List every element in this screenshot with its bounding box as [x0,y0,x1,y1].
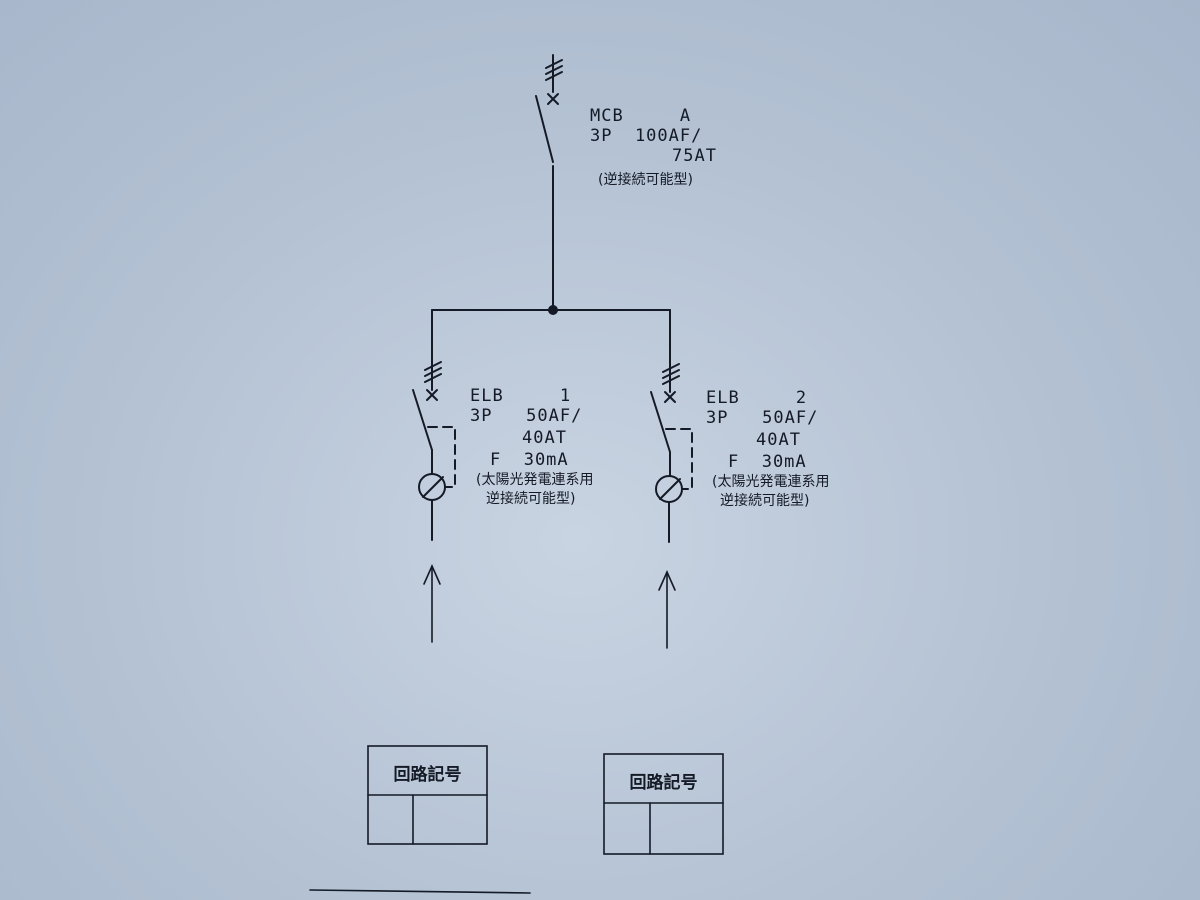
elb2-label-line2: 3P 50AF/ [706,408,819,428]
elb1-breaker-symbol [412,359,456,541]
mcb-note: (逆接続可能型) [598,172,693,188]
elb1-note2: 逆接続可能型) [486,491,576,507]
circuit-box-1-title: 回路記号 [393,765,462,785]
circuit-box-2-title: 回路記号 [629,773,698,793]
bottom-border-line [309,889,531,894]
elb2-note1: (太陽光発電連系用 [712,474,830,490]
up-arrow-2 [658,570,676,649]
mcb-breaker-symbol [535,54,563,311]
up-arrow-1 [423,564,441,643]
elb2-note2: 逆接続可能型) [720,493,810,509]
junction-dot [548,305,558,315]
mcb-label-line1: MCB A [590,106,692,126]
elb1-label-line1: ELB 1 [470,386,572,406]
elb1-note1: (太陽光発電連系用 [476,472,594,488]
elb1-label-line3: 40AT [522,428,567,448]
elb2-label-line1: ELB 2 [706,388,808,408]
elb1-label-line2: 3P 50AF/ [470,406,583,426]
elb1-label-line4: F 30mA [490,450,569,470]
bus-bar [431,309,671,363]
elb2-label-line4: F 30mA [728,452,807,472]
elb2-label-line3: 40AT [756,430,801,450]
elb2-breaker-symbol [650,361,693,543]
mcb-label-line2: 3P 100AF/ [590,126,703,146]
mcb-label-line3: 75AT [672,146,717,166]
circuit-box-2-frame [603,753,724,855]
circuit-box-1-frame [367,745,488,845]
